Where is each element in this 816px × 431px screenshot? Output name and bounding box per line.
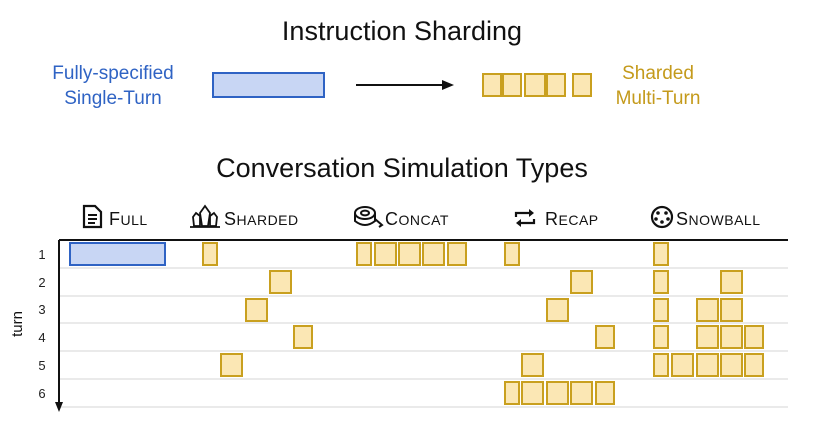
shard-box — [653, 325, 669, 349]
type-header-sharded: SHARDED — [190, 204, 299, 229]
svg-text:SHARDED: SHARDED — [224, 209, 299, 229]
shard-box — [720, 353, 743, 377]
concat-column — [356, 242, 467, 266]
shard-box — [546, 381, 569, 405]
single-turn-label-line2: Single-Turn — [64, 88, 162, 109]
type-label-sharded-initial: S — [224, 209, 237, 229]
arrow-right-icon — [356, 80, 454, 90]
shard-box — [720, 298, 743, 322]
shard-box — [570, 381, 593, 405]
type-label-sharded-rest: HARDED — [237, 212, 299, 228]
sharded-column — [202, 242, 313, 377]
shard-box — [447, 242, 467, 266]
shard-box — [245, 298, 268, 322]
type-label-full-rest: ULL — [121, 212, 148, 228]
shard-box — [696, 353, 719, 377]
type-header-snowball: SNOWBALL — [650, 205, 760, 229]
turn-number: 6 — [38, 386, 45, 401]
shard-box — [653, 353, 669, 377]
turn-grid — [59, 239, 788, 408]
turn-axis-arrowhead — [55, 402, 63, 412]
document-icon — [82, 204, 103, 229]
shard-box — [720, 270, 743, 294]
multi-turn-label-line1: Sharded — [622, 63, 694, 84]
type-header-full: FULL — [82, 204, 148, 229]
shard-box — [220, 353, 243, 377]
type-label-recap-initial: R — [545, 209, 559, 229]
shard-box — [653, 298, 669, 322]
shard-box — [653, 270, 669, 294]
shard-box — [720, 325, 743, 349]
svg-text:CONCAT: CONCAT — [385, 209, 449, 229]
shard-box — [504, 381, 520, 405]
shard-box — [521, 381, 544, 405]
type-header-concat: CONCAT — [354, 206, 449, 229]
full-instruction-box — [69, 242, 166, 266]
sharded-instruction-boxes — [482, 73, 592, 97]
shard-box — [570, 270, 593, 294]
shard-box — [356, 242, 372, 266]
turn-number: 1 — [38, 247, 45, 262]
shard-box — [595, 381, 615, 405]
svg-text:FULL: FULL — [109, 209, 148, 229]
snowball-column — [653, 242, 764, 377]
shard-box — [398, 242, 421, 266]
type-label-concat-rest: ONCAT — [399, 212, 449, 228]
shard-box — [502, 73, 522, 97]
shard-box — [293, 325, 313, 349]
recap-column — [504, 242, 615, 405]
single-turn-instruction-box — [212, 72, 325, 98]
single-turn-label-line1: Fully-specified — [52, 63, 173, 84]
turn-number: 5 — [38, 358, 45, 373]
shard-box — [269, 270, 292, 294]
shard-box — [546, 298, 569, 322]
shard-box — [504, 242, 520, 266]
type-label-snowball-rest: NOWBALL — [689, 212, 761, 228]
multi-turn-label-line2: Multi-Turn — [616, 88, 701, 109]
shard-box — [202, 242, 218, 266]
type-label-snowball-initial: S — [676, 209, 689, 229]
svg-text:SNOWBALL: SNOWBALL — [676, 209, 760, 229]
type-label-recap-rest: ECAP — [559, 212, 599, 228]
turn-number: 4 — [38, 330, 45, 345]
shard-box — [524, 73, 546, 97]
type-header-recap: RECAP — [514, 209, 599, 229]
snowball-icon — [650, 205, 674, 229]
shard-box — [572, 73, 592, 97]
turn-numbers: 1 2 3 4 5 6 — [38, 247, 45, 401]
simulation-types-title: Conversation Simulation Types — [216, 153, 588, 183]
instruction-sharding-title: Instruction Sharding — [282, 16, 522, 46]
shard-box — [422, 242, 445, 266]
type-label-concat-initial: C — [385, 209, 399, 229]
shard-box — [482, 73, 502, 97]
shard-box — [374, 242, 397, 266]
repeat-icon — [514, 209, 536, 227]
turn-axis-label: turn — [9, 311, 26, 337]
tape-roll-icon — [354, 206, 384, 228]
full-column — [69, 242, 166, 266]
shard-box — [546, 73, 566, 97]
turn-number: 3 — [38, 302, 45, 317]
svg-text:RECAP: RECAP — [545, 209, 599, 229]
turn-number: 2 — [38, 275, 45, 290]
shard-box — [653, 242, 669, 266]
crystal-icon — [190, 204, 220, 228]
shard-box — [671, 353, 694, 377]
shard-box — [595, 325, 615, 349]
turn-axis — [55, 240, 63, 412]
shard-box — [696, 298, 719, 322]
shard-box — [744, 353, 764, 377]
shard-box — [521, 353, 544, 377]
shard-box — [744, 325, 764, 349]
type-label-full-initial: F — [109, 209, 121, 229]
shard-box — [696, 325, 719, 349]
